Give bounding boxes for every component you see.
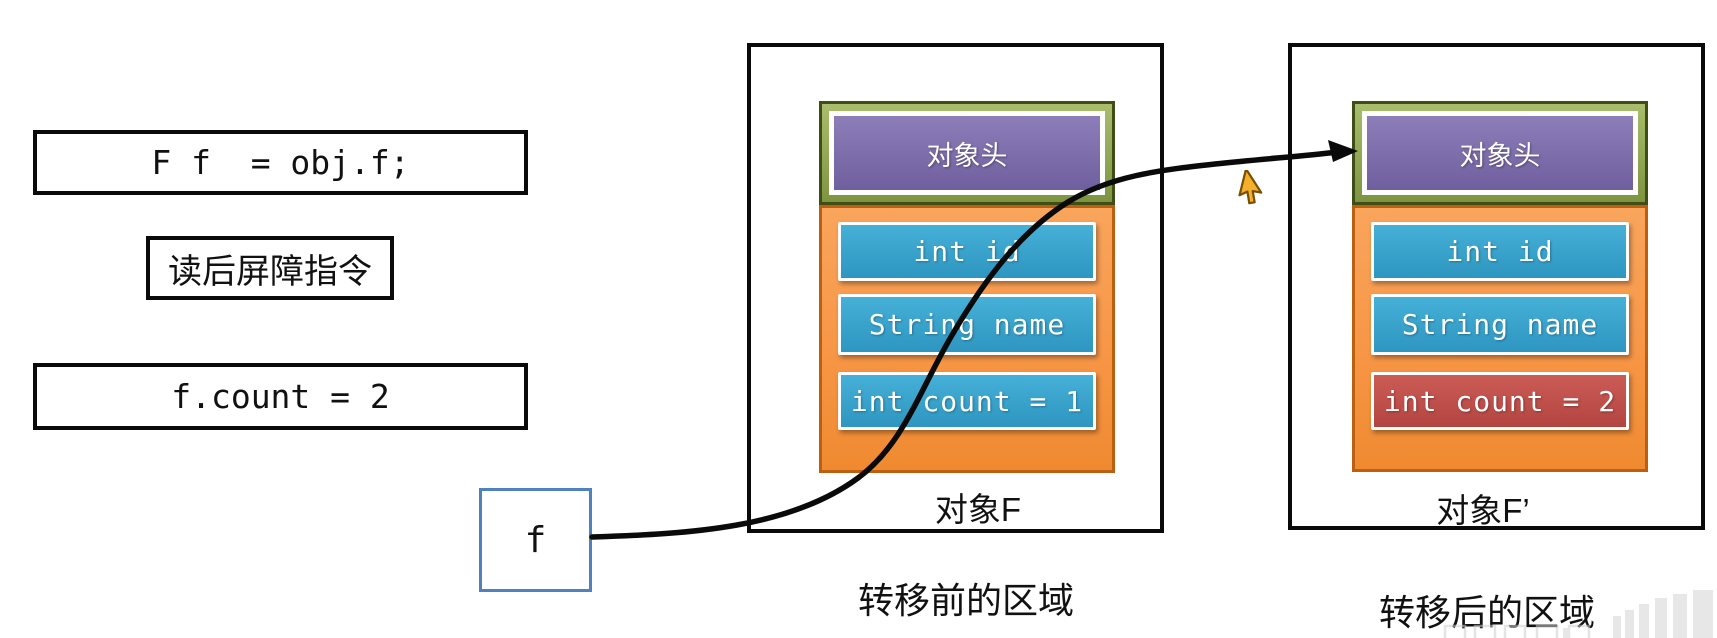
code-statement-read: F f = obj.f;: [33, 130, 528, 195]
mouse-cursor-icon: [1238, 170, 1263, 205]
field-int-count-before: int count = 1: [838, 372, 1096, 430]
object-title-after: 对象F’: [1436, 492, 1530, 529]
object-header-frame-after: 对象头: [1352, 101, 1648, 205]
field-int-id-after: int id: [1371, 222, 1629, 281]
field-int-count-after-highlighted: int count = 2: [1371, 372, 1629, 430]
object-header-after: 对象头: [1367, 116, 1633, 190]
object-title-before: 对象F: [934, 491, 1022, 528]
watermark: [1443, 590, 1713, 638]
arrow-head-icon: [1328, 140, 1358, 162]
arrow-curve: [589, 149, 1341, 540]
object-header-frame-before: 对象头: [819, 101, 1115, 205]
object-header-pad: 对象头: [829, 111, 1105, 195]
field-string-name-after: String name: [1371, 294, 1629, 355]
object-header-pad: 对象头: [1362, 111, 1638, 195]
object-fields-container-after: int id String name int count = 2: [1352, 205, 1648, 472]
object-header-before: 对象头: [834, 116, 1100, 190]
field-string-name-before: String name: [838, 294, 1096, 355]
code-statement-write: f.count = 2: [33, 363, 528, 430]
region-label-before: 转移前的区域: [857, 580, 1075, 621]
field-int-id-before: int id: [838, 222, 1096, 281]
object-fields-container-before: int id String name int count = 1: [819, 205, 1115, 473]
read-barrier-label-box: 读后屏障指令: [146, 236, 394, 300]
reference-f-box: f: [479, 488, 592, 592]
